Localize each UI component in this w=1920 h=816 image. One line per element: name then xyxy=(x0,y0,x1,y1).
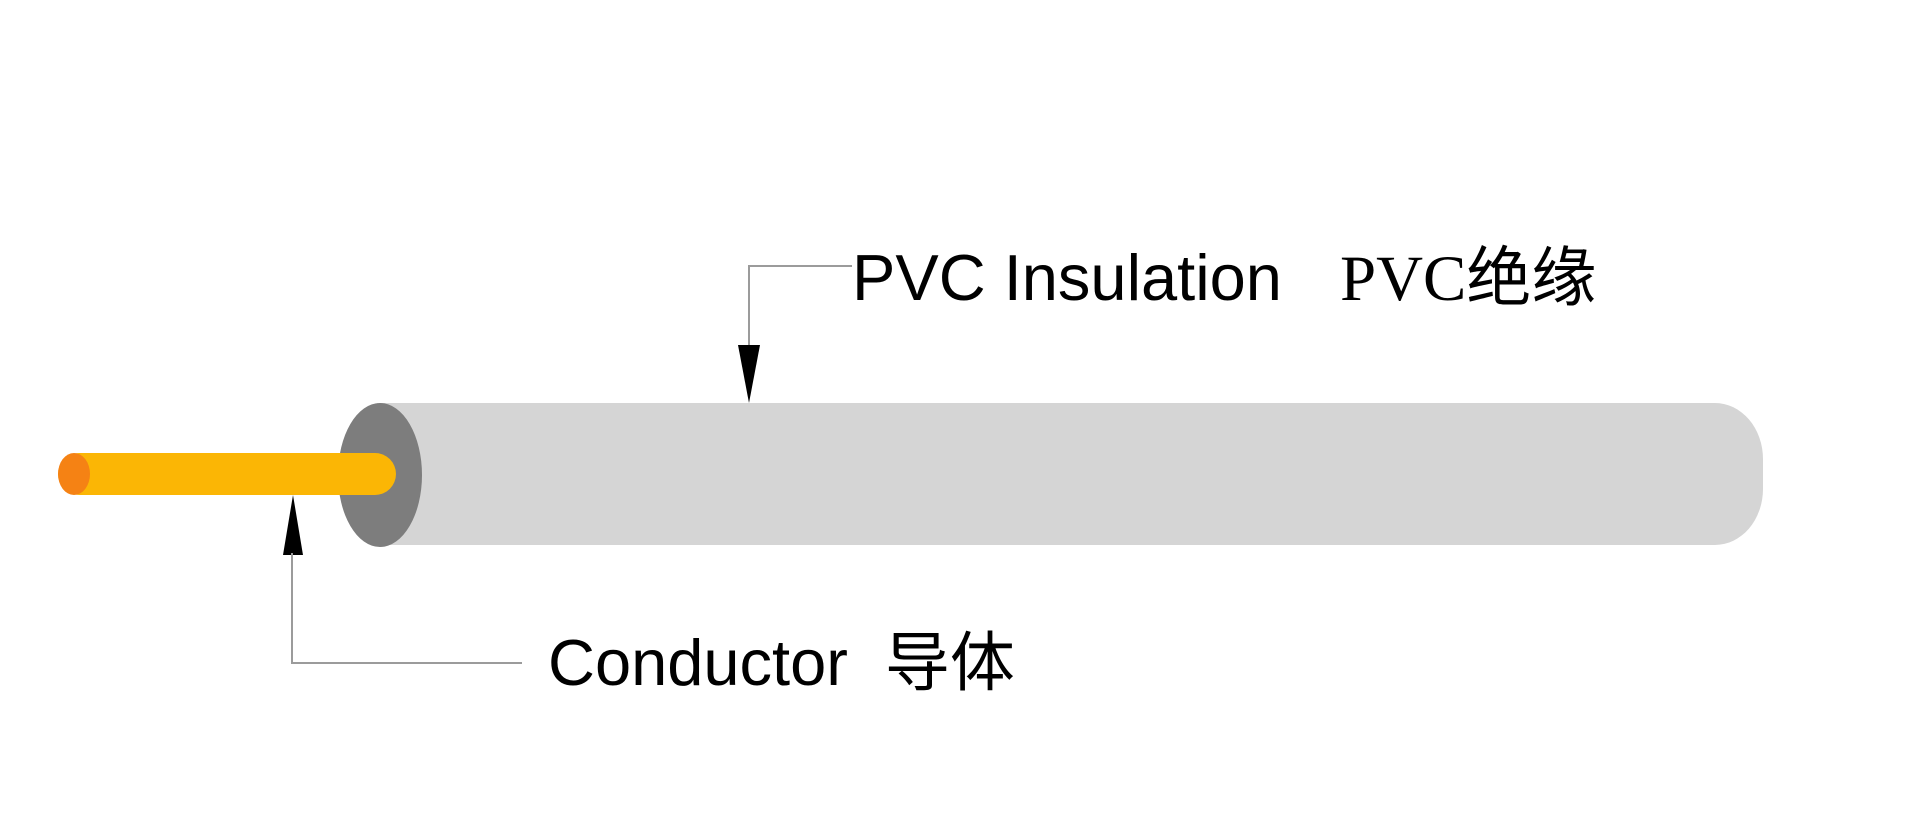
conductor-end-face xyxy=(58,453,90,495)
conductor-label-zh: 导体 xyxy=(884,628,1015,700)
insulation-leader-line-horizontal xyxy=(748,265,852,267)
conductor-leader-line-horizontal xyxy=(291,662,522,664)
arrow-up-icon xyxy=(283,495,303,555)
conductor-label-en: Conductor xyxy=(548,626,848,699)
insulation-label-en: PVC Insulation xyxy=(852,241,1282,314)
conductor-label: Conductor 导体 xyxy=(548,630,1015,697)
conductor-leader-line-vertical xyxy=(291,553,293,663)
insulation-label-zh: PVC绝缘 xyxy=(1339,243,1597,315)
conductor-rod xyxy=(58,453,396,495)
arrow-down-icon xyxy=(738,345,760,403)
pvc-insulation-tube xyxy=(377,403,1763,545)
insulation-leader-line-vertical xyxy=(748,265,750,347)
insulation-label: PVC Insulation PVC绝缘 xyxy=(852,245,1596,312)
